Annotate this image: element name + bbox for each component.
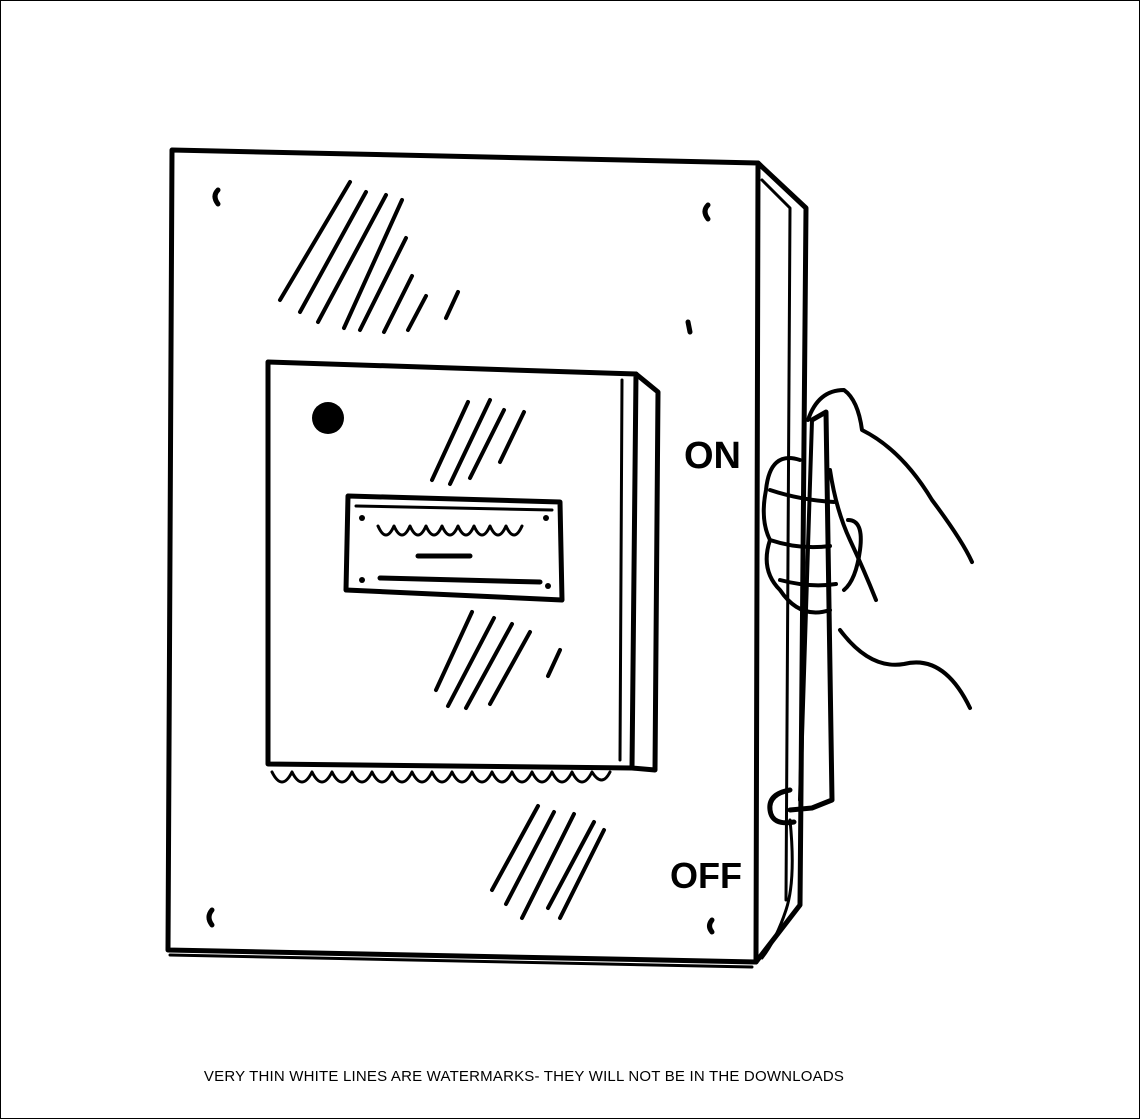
glare-hatching-top bbox=[278, 180, 460, 334]
watermark-caption: VERY THIN WHITE LINES ARE WATERMARKS- TH… bbox=[203, 1068, 845, 1085]
switch-box bbox=[165, 147, 809, 969]
cover-plate bbox=[265, 359, 661, 784]
off-label-text: OFF bbox=[670, 855, 742, 896]
on-label: ON bbox=[684, 435, 741, 477]
plate-dot bbox=[312, 402, 344, 434]
off-label: OFF bbox=[670, 855, 742, 896]
corner-screws bbox=[206, 187, 715, 935]
glare-hatching-plate bbox=[430, 398, 562, 710]
on-label-text: ON bbox=[684, 435, 741, 477]
nameplate bbox=[343, 493, 565, 603]
hand bbox=[761, 388, 974, 710]
glare-hatching-bottom bbox=[490, 804, 606, 920]
lever-cable bbox=[760, 818, 794, 960]
